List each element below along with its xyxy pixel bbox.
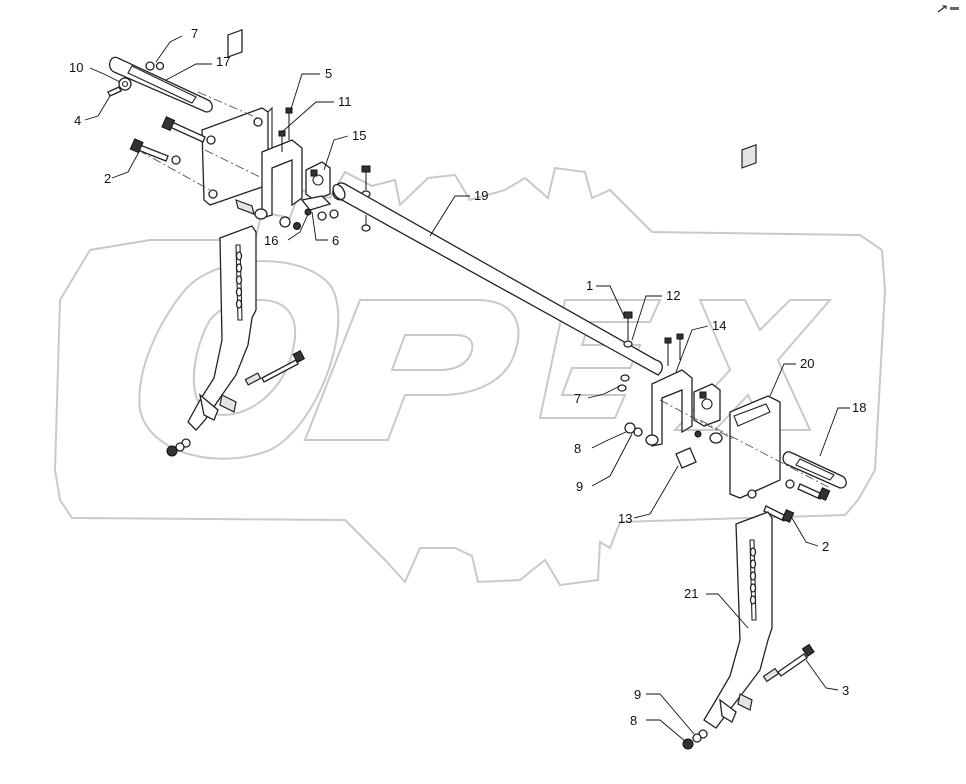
callout-14: 14: [712, 318, 726, 333]
callout-8: 8: [574, 441, 581, 456]
clamp-15: [305, 161, 331, 201]
sleeve-13: [675, 447, 697, 469]
callout-2-right: 2: [822, 539, 829, 554]
callout-16: 16: [264, 233, 278, 248]
callout-10: 10: [69, 60, 83, 75]
right-lever-assembly: [682, 511, 815, 750]
callout-8-bottom: 8: [630, 713, 637, 728]
watermark-letter-x: [672, 299, 833, 431]
resize-arrows-icon[interactable]: [937, 5, 959, 13]
opex-watermark: [53, 166, 887, 587]
callout-17: 17: [216, 54, 230, 69]
plate-6: [300, 195, 332, 211]
watermark-gear-outline: [53, 166, 887, 587]
callout-9: 9: [576, 479, 583, 494]
watermark-letter-p: [303, 299, 520, 441]
callout-12: 12: [666, 288, 680, 303]
watermark-letter-e: [538, 299, 662, 419]
lever-21: [703, 511, 773, 729]
shaft-19: [332, 182, 663, 376]
right-bracket-assembly: [617, 144, 847, 523]
callout-15: 15: [352, 128, 366, 143]
callout-labels: 7 17 10 5 11 4 15 2 19 16 6 1 12 14 20 7…: [69, 26, 866, 728]
callout-9-bottom: 9: [634, 687, 641, 702]
callout-13: 13: [618, 511, 632, 526]
bolt-2-upper: [169, 121, 206, 143]
callout-21: 21: [684, 586, 698, 601]
clamp-right: [693, 383, 721, 427]
callout-20: 20: [800, 356, 814, 371]
washer-7-top: [145, 61, 155, 71]
left-lever-assembly: [166, 225, 306, 457]
sleeve-left-1: [235, 199, 255, 215]
callout-7: 7: [191, 26, 198, 41]
callout-19: 19: [474, 188, 488, 203]
callout-18: 18: [852, 400, 866, 415]
mounting-plate-20: [729, 395, 781, 499]
bracket-11: [261, 139, 303, 219]
callout-2: 2: [104, 171, 111, 186]
callout-3: 3: [842, 683, 849, 698]
callout-leaders: [84, 35, 850, 743]
slotted-bar-17: [108, 56, 213, 113]
callout-5: 5: [325, 66, 332, 81]
callout-6: 6: [332, 233, 339, 248]
sleeve-left-2: [254, 208, 268, 220]
washer-10: [118, 77, 132, 91]
left-bracket-assembly: [107, 29, 371, 232]
callout-11: 11: [338, 94, 352, 109]
callout-4: 4: [74, 113, 81, 128]
callout-1: 1: [586, 278, 593, 293]
screw-4: [107, 86, 122, 97]
callout-7-right: 7: [574, 391, 581, 406]
bracket-14: [651, 369, 693, 447]
